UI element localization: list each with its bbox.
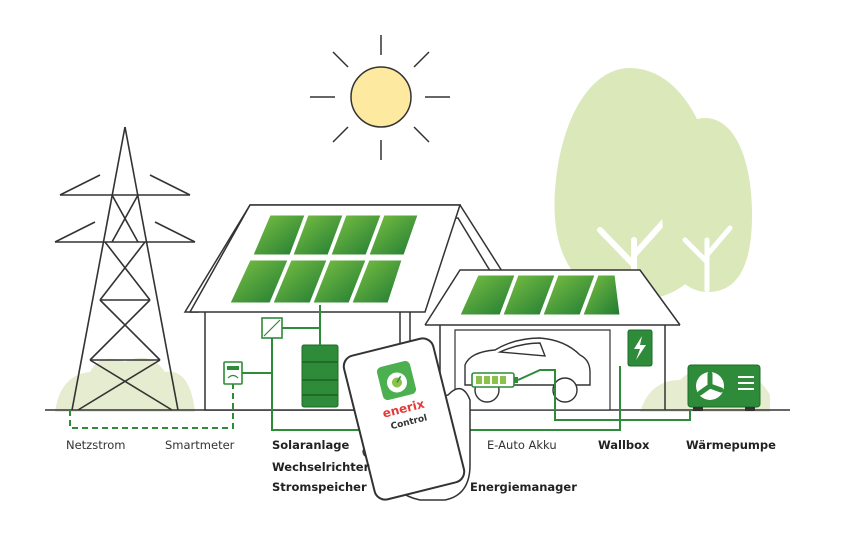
wallbox-icon	[627, 329, 653, 367]
tree-small	[661, 118, 752, 380]
label-wallbox: Wallbox	[598, 438, 650, 452]
label-energiemanager: Energiemanager	[470, 480, 577, 494]
power-pylon-icon	[54, 126, 196, 411]
label-e-auto-akku: E-Auto Akku	[487, 438, 557, 452]
solar-panels-house	[229, 214, 419, 304]
label-wechselrichter: Wechselrichter	[272, 460, 370, 474]
label-waermepumpe: Wärmepumpe	[686, 438, 776, 452]
label-stromspeicher: Stromspeicher	[272, 480, 367, 494]
label-netzstrom: Netzstrom	[66, 438, 126, 452]
sun-icon	[310, 35, 450, 160]
solar-panels-garage	[459, 274, 621, 316]
grid-dashed-line	[69, 384, 234, 429]
inverter-icon	[261, 317, 283, 339]
smartmeter-icon	[223, 361, 243, 385]
hand-with-phone	[342, 337, 471, 501]
battery-storage-icon	[301, 344, 339, 408]
heat-pump-icon	[687, 364, 761, 411]
car-battery-icon	[471, 372, 518, 388]
label-solaranlage: Solaranlage	[272, 438, 350, 452]
label-smartmeter: Smartmeter	[165, 438, 235, 452]
